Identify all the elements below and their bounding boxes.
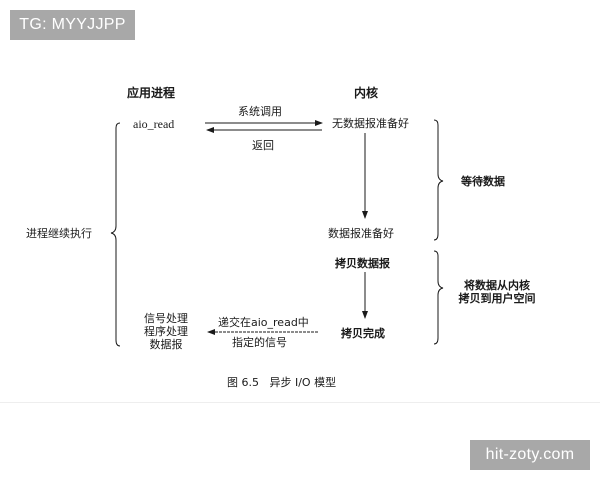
signal-label-line-2: 指定的信号 <box>232 336 287 349</box>
copy-to-user-brace <box>433 250 444 345</box>
signal-handler-line-1: 信号处理 <box>144 312 188 325</box>
watermark-top-left: TG: MYYJJPP <box>10 10 135 40</box>
signal-handler-label: 信号处理 程序处理 数据报 <box>138 312 194 351</box>
app-process-header: 应用进程 <box>127 86 176 100</box>
kernel-header: 内核 <box>354 86 379 100</box>
data-ready-label: 数据报准备好 <box>328 227 394 240</box>
copy-datagram-label: 拷贝数据报 <box>335 257 390 270</box>
aio-read-label: aio_read <box>133 117 175 131</box>
signal-label-line-1: 递交在aio_read中 <box>218 316 309 329</box>
process-continues-label: 进程继续执行 <box>26 227 92 240</box>
copy-to-user-line-2: 拷贝到用户空间 <box>458 292 536 305</box>
copy-to-user-line-1: 将数据从内核 <box>464 279 530 292</box>
copy-complete-label: 拷贝完成 <box>341 327 385 340</box>
watermark-bottom-right: hit-zoty.com <box>470 440 590 470</box>
figure-caption: 图 6.5 异步 I/O 模型 <box>227 376 337 389</box>
no-data-ready-label: 无数据报准备好 <box>332 117 409 130</box>
signal-handler-line-2: 程序处理 <box>144 325 188 338</box>
return-label: 返回 <box>252 139 274 152</box>
process-continues-brace <box>110 122 121 347</box>
wait-data-label: 等待数据 <box>461 175 505 188</box>
syscall-label: 系统调用 <box>238 105 282 118</box>
copy-to-user-label: 将数据从内核 拷贝到用户空间 <box>452 279 542 305</box>
divider <box>0 402 600 403</box>
wait-data-brace <box>433 119 444 241</box>
signal-handler-line-3: 数据报 <box>149 338 183 351</box>
